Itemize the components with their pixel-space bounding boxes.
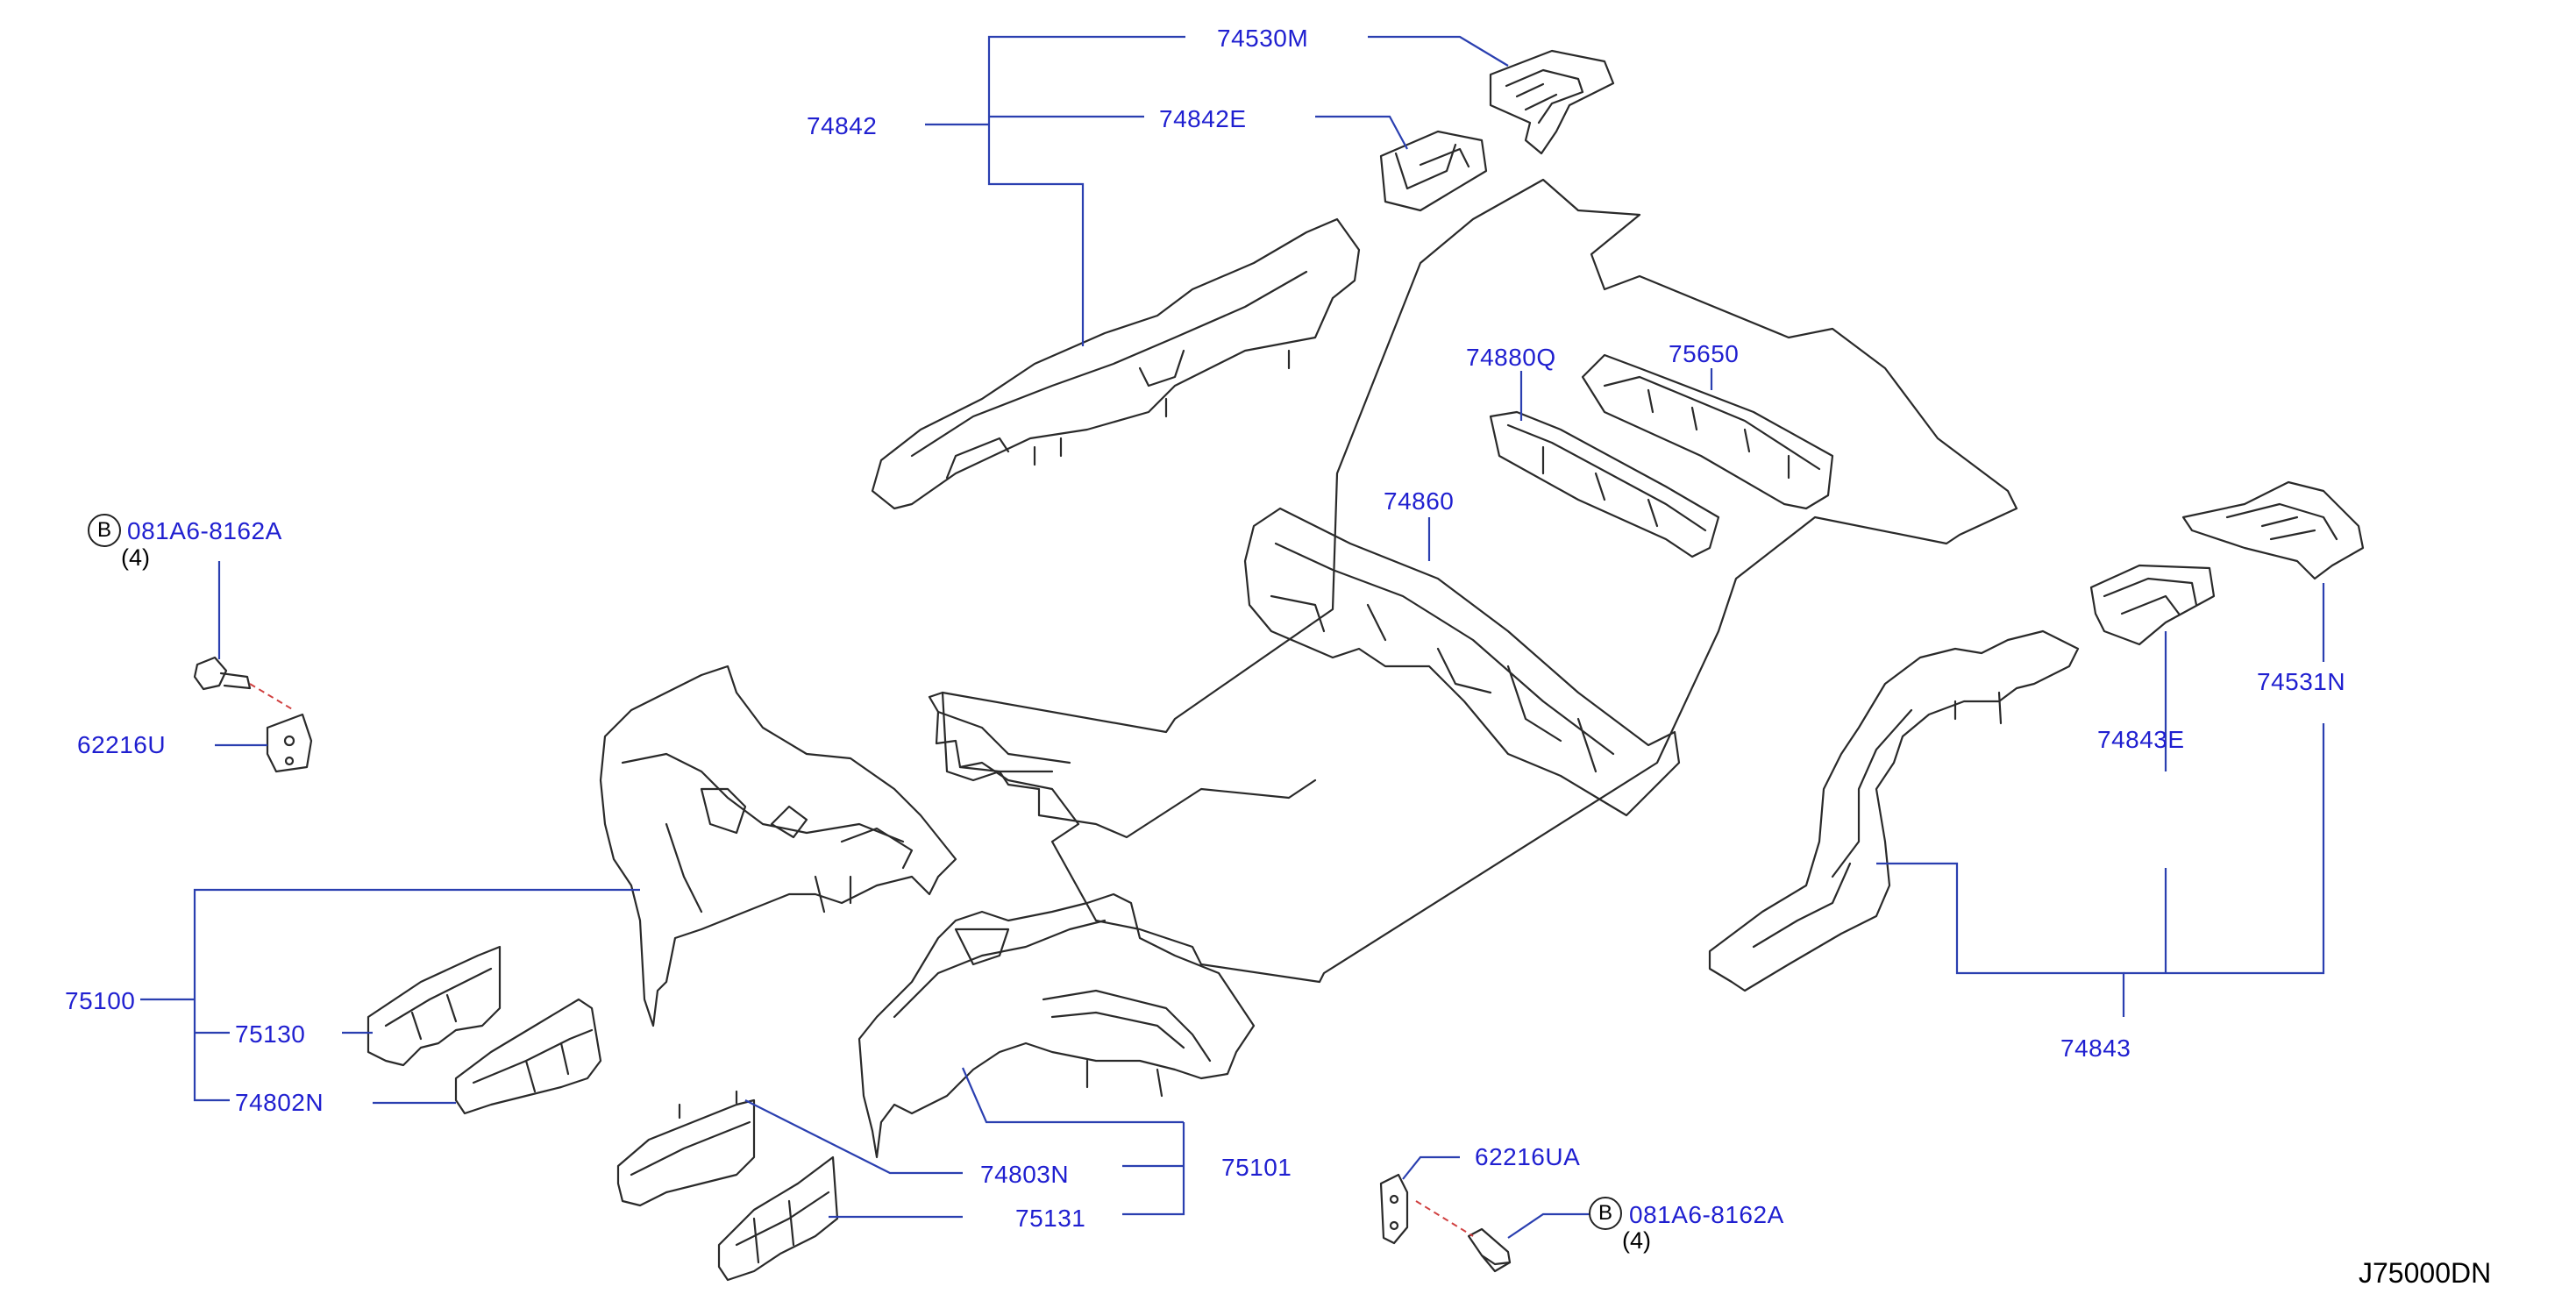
part-75101-shape [857, 892, 1256, 1159]
part-74843E-shape [2089, 564, 2216, 646]
label-74802N[interactable]: 74802N [235, 1089, 324, 1116]
label-74842E[interactable]: 74842E [1159, 105, 1247, 132]
label-75100[interactable]: 75100 [65, 987, 136, 1014]
label-62216UA[interactable]: 62216UA [1475, 1143, 1581, 1170]
bolt-marker-top: B [88, 514, 121, 547]
leader-lines [140, 35, 2325, 1239]
part-75650-shape [1581, 353, 1834, 510]
bolt-bottom-path [1415, 1200, 1474, 1237]
part-62216U-shape [266, 713, 313, 773]
part-74530M-shape [1489, 49, 1615, 155]
part-74880Q-shape [1489, 410, 1720, 558]
label-75131[interactable]: 75131 [1015, 1205, 1086, 1232]
quantity-top: (4) [121, 544, 150, 571]
part-74860-shape [1243, 507, 1681, 817]
part-75131-shape [717, 1155, 839, 1282]
part-75130-shape [366, 945, 502, 1067]
label-74842[interactable]: 74842 [807, 112, 878, 139]
label-081A6-8162A-bottom[interactable]: 081A6-8162A [1629, 1201, 1784, 1228]
drawing-code: J75000DN [2359, 1257, 2492, 1289]
label-62216U[interactable]: 62216U [77, 731, 167, 758]
label-75650[interactable]: 75650 [1669, 340, 1740, 367]
bolt-bottom-shape [1467, 1227, 1512, 1273]
label-74880Q[interactable]: 74880Q [1466, 344, 1556, 371]
part-74802N-shape [454, 998, 602, 1115]
label-74843E[interactable]: 74843E [2097, 726, 2185, 753]
floor-panel [928, 178, 2018, 984]
quantity-bottom: (4) [1622, 1227, 1651, 1254]
label-081A6-8162A-top[interactable]: 081A6-8162A [127, 517, 282, 544]
bolt-top-shape [193, 656, 252, 691]
label-75101[interactable]: 75101 [1221, 1154, 1292, 1181]
label-74531N[interactable]: 74531N [2257, 668, 2346, 695]
part-74842E-shape [1379, 130, 1488, 212]
label-74530M[interactable]: 74530M [1217, 25, 1309, 52]
label-74803N[interactable]: 74803N [980, 1161, 1070, 1188]
part-74803N-shape [616, 1090, 756, 1207]
bolt-top-path [249, 683, 295, 711]
part-62216UA-shape [1379, 1173, 1409, 1245]
label-75130[interactable]: 75130 [235, 1020, 306, 1048]
part-74843-shape [1708, 629, 2080, 992]
label-74843[interactable]: 74843 [2060, 1034, 2131, 1062]
part-74531N-shape [2181, 480, 2365, 580]
part-75100-shape [599, 665, 957, 1027]
bolt-marker-bottom: B [1589, 1197, 1622, 1230]
label-74860[interactable]: 74860 [1384, 487, 1455, 515]
part-74842-shape [871, 217, 1361, 510]
